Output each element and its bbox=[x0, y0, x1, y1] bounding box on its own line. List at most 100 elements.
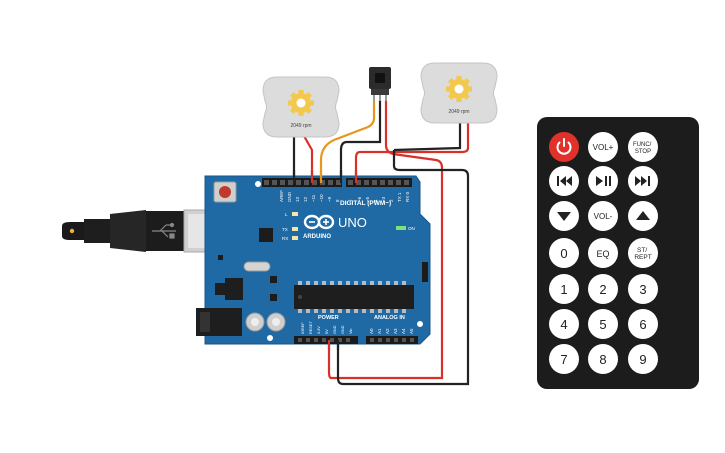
power-label: POWER bbox=[318, 315, 339, 321]
play-pause-icon bbox=[596, 176, 611, 186]
remote-1-button[interactable]: 1 bbox=[549, 274, 579, 304]
remote-5-button[interactable]: 5 bbox=[588, 309, 618, 339]
button-label: 4 bbox=[560, 317, 567, 332]
ir-remote[interactable]: VOL+ FUNC/ STOP bbox=[537, 117, 699, 389]
button-label: FUNC/ STOP bbox=[633, 142, 653, 155]
remote-0-button[interactable]: 0 bbox=[549, 238, 579, 268]
on-label: ON bbox=[408, 226, 415, 231]
remote-down-button[interactable] bbox=[549, 201, 579, 231]
brand-label: ARDUINO bbox=[303, 234, 331, 240]
mount-hole bbox=[267, 335, 273, 341]
model-label: UNO bbox=[338, 215, 367, 230]
remote-6-button[interactable]: 6 bbox=[628, 309, 658, 339]
mount-hole bbox=[255, 181, 261, 187]
ir-leg bbox=[373, 95, 375, 101]
remote-func-stop-button[interactable]: FUNC/ STOP bbox=[628, 132, 658, 162]
dc-motor-2[interactable]: 2049 rpm bbox=[420, 62, 498, 124]
pin-label: A5 bbox=[409, 328, 414, 334]
chip-pins bbox=[298, 281, 406, 313]
crystal bbox=[243, 261, 271, 272]
wire-motor2-red[interactable] bbox=[354, 118, 470, 186]
remote-next-button[interactable] bbox=[628, 166, 658, 196]
remote-play-pause-button[interactable] bbox=[588, 166, 618, 196]
pin-label: RX 0 bbox=[405, 191, 410, 202]
wires bbox=[292, 100, 470, 386]
remote-vol-down-button[interactable]: VOL- bbox=[588, 201, 618, 231]
wire-motor2-black-top[interactable] bbox=[393, 118, 462, 152]
usb-cable-grip bbox=[110, 210, 146, 252]
pin-label: ~5 bbox=[365, 196, 370, 202]
reset-button[interactable] bbox=[213, 181, 237, 203]
pin-label: GND bbox=[287, 191, 292, 202]
motor-rpm-label: 2049 rpm bbox=[290, 123, 311, 129]
bottom-header-holes bbox=[298, 338, 414, 342]
digital-header[interactable] bbox=[262, 178, 412, 187]
remote-7-button[interactable]: 7 bbox=[549, 344, 579, 374]
ir-receiver[interactable] bbox=[369, 67, 391, 101]
remote-3-button[interactable]: 3 bbox=[628, 274, 658, 304]
pin-label: ~3 bbox=[381, 196, 386, 202]
pin-label: A4 bbox=[401, 328, 406, 334]
icsp-header bbox=[422, 262, 428, 282]
rewind-icon bbox=[557, 176, 572, 186]
button-label: 0 bbox=[560, 246, 567, 261]
pin-label: 5V bbox=[325, 329, 329, 334]
remote-prev-button[interactable] bbox=[549, 166, 579, 196]
remote-2-button[interactable]: 2 bbox=[588, 274, 618, 304]
remote-vol-up-button[interactable]: VOL+ bbox=[588, 132, 618, 162]
led-label: L bbox=[285, 212, 288, 217]
remote-power-button[interactable] bbox=[549, 132, 579, 162]
remote-up-button[interactable] bbox=[628, 201, 658, 231]
button-label-line: ST/ bbox=[637, 247, 647, 254]
gear-icon bbox=[446, 76, 472, 102]
wire-ir-signal[interactable] bbox=[319, 100, 376, 186]
pin-label: A2 bbox=[385, 328, 390, 334]
led-label: RX bbox=[282, 236, 288, 241]
small-component bbox=[270, 276, 277, 283]
power-jack[interactable] bbox=[196, 308, 242, 336]
wire-endpoints bbox=[292, 170, 358, 350]
arduino-board[interactable]: AREF GND 13 12 ~11 ~10 ~9 8 7 ~6 ~5 4 ~3… bbox=[196, 175, 431, 345]
atmega-chip bbox=[294, 285, 414, 309]
on-led: ON bbox=[396, 226, 415, 231]
pin-label: 7 bbox=[349, 199, 354, 202]
remote-8-button[interactable]: 8 bbox=[588, 344, 618, 374]
pin-label: ~6 bbox=[357, 196, 362, 202]
remote-4-button[interactable]: 4 bbox=[549, 309, 579, 339]
remote-9-button[interactable]: 9 bbox=[628, 344, 658, 374]
pin-label: A0 bbox=[369, 328, 374, 334]
button-label: 2 bbox=[599, 282, 606, 297]
button-label: 5 bbox=[599, 317, 606, 332]
pin-label: AREF bbox=[279, 190, 284, 202]
pin-label: 2 bbox=[389, 199, 394, 202]
remote-st-rept-button[interactable]: ST/ REPT bbox=[628, 238, 658, 268]
status-leds: L TX RX bbox=[282, 212, 298, 241]
voltage-regulator bbox=[215, 278, 243, 300]
button-label: 9 bbox=[639, 352, 646, 367]
pin-label: 13 bbox=[295, 196, 300, 202]
usb-chip bbox=[259, 228, 273, 242]
dc-motor-1[interactable]: 2049 rpm bbox=[262, 76, 340, 138]
wire-ir-vcc[interactable] bbox=[327, 100, 444, 380]
button-label-line: REPT bbox=[634, 254, 651, 261]
small-component bbox=[270, 294, 277, 301]
analog-label: ANALOG IN bbox=[374, 315, 405, 321]
remote-eq-button[interactable]: EQ bbox=[588, 238, 618, 268]
button-label: 8 bbox=[599, 352, 606, 367]
arduino-logo-icon bbox=[303, 214, 335, 230]
ir-leg bbox=[379, 95, 381, 101]
button-label-line: FUNC/ bbox=[633, 142, 652, 148]
analog-header[interactable] bbox=[366, 336, 418, 344]
wire-motor2-gnd[interactable] bbox=[336, 150, 470, 386]
usb-icon bbox=[152, 222, 176, 239]
gear-icon bbox=[288, 90, 314, 116]
wire-ir-gnd[interactable] bbox=[339, 100, 382, 186]
ir-receiver-lens bbox=[375, 73, 385, 83]
button-label: 6 bbox=[639, 317, 646, 332]
analog-pin-labels: A0 A1 A2 A3 A4 A5 bbox=[369, 328, 414, 334]
ir-receiver-base bbox=[371, 89, 389, 95]
pin-label: ~9 bbox=[327, 196, 332, 202]
button-label: 7 bbox=[560, 352, 567, 367]
capacitor bbox=[245, 312, 265, 332]
